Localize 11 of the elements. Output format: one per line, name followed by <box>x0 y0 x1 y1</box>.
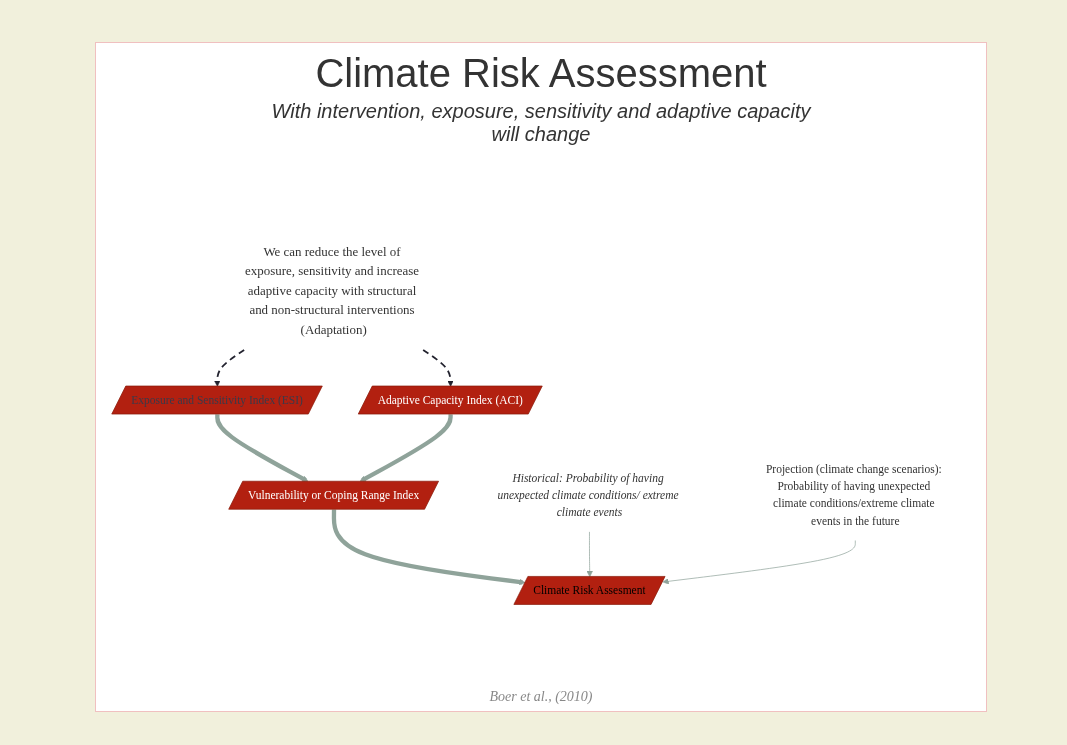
node-text: Projection (climate change scenarios): Probability of having unexpected climate conditions/extreme climate events in the future <box>765 462 942 527</box>
node-text: Historical: Probability of having unexpected climate conditions/ extreme climate events <box>497 471 679 519</box>
node-text: We can reduce the level of exposure, sensitivity and increase adaptive capacity with structural and non-structural interventions (Adaptation) <box>245 244 419 337</box>
arrow <box>215 414 309 483</box>
arrow <box>214 349 246 387</box>
arrow <box>422 349 454 387</box>
arrow <box>331 509 526 586</box>
subtitle: With intervention, exposure, sensitivity and adaptive capacity will change <box>270 100 813 146</box>
title: Climate Risk Assessment <box>314 51 768 96</box>
citation: Boer et al., (2010) <box>488 689 594 705</box>
arrow <box>359 414 453 483</box>
